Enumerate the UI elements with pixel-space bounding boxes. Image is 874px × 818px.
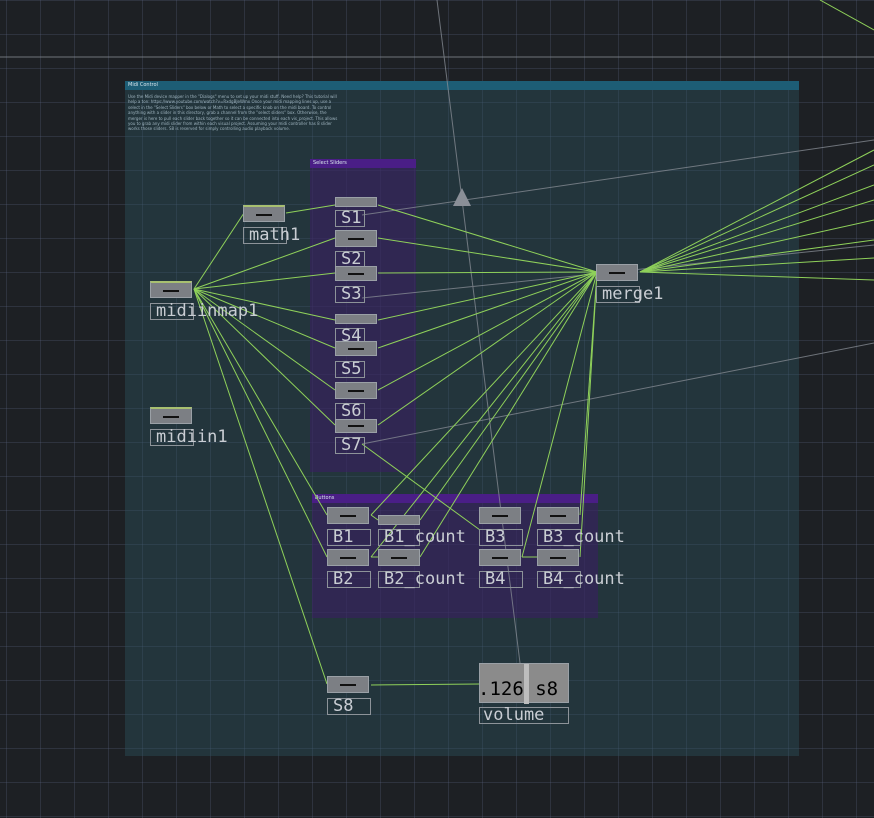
op-viewer-bar [348, 273, 364, 275]
op-name-box [378, 571, 420, 588]
op-name-box [479, 707, 569, 724]
op-tile[interactable] [596, 264, 638, 281]
op-name[interactable]: merge1 [602, 284, 664, 304]
op-viewer-bar [256, 214, 272, 216]
op-tile[interactable] [327, 507, 369, 524]
annotation-title: Select Sliders [310, 159, 416, 168]
op-name[interactable]: S8 [333, 696, 354, 716]
op-tile[interactable] [335, 266, 377, 281]
op-name[interactable]: S4 [341, 326, 362, 346]
op-name[interactable]: S7 [341, 435, 362, 455]
op-tile[interactable] [335, 197, 377, 207]
op-tile[interactable] [335, 419, 377, 433]
op-tile[interactable] [150, 281, 192, 298]
op-viewer-bar [163, 290, 179, 292]
op-viewer-bar [348, 348, 364, 350]
op-viewer-bar [348, 390, 364, 392]
op-name[interactable]: math1 [249, 225, 301, 245]
volume-slider-viewer[interactable]: .126 s8 [478, 663, 569, 704]
op-name[interactable]: midiinmap1 [156, 301, 259, 321]
op-viewer-bar [391, 557, 407, 559]
op-viewer-bar [340, 515, 356, 517]
op-name[interactable]: B2 [333, 569, 354, 589]
annotation-title: Buttons [312, 494, 598, 503]
op-name[interactable]: S5 [341, 359, 362, 379]
op-viewer-bar [550, 557, 566, 559]
op-tile[interactable] [378, 515, 420, 525]
op-name[interactable]: B4_count [543, 569, 625, 589]
op-viewer-bar [163, 416, 179, 418]
op-tile[interactable] [537, 507, 579, 524]
op-name-box [150, 303, 194, 320]
op-name-box [327, 698, 371, 715]
op-name[interactable]: midiin1 [156, 427, 228, 447]
op-name-box [327, 571, 371, 588]
op-viewer-bar [609, 272, 625, 274]
op-viewer-bar [340, 684, 356, 686]
op-tile[interactable] [150, 407, 192, 424]
op-tile[interactable] [378, 549, 420, 566]
op-name-box [327, 529, 371, 546]
op-viewer-bar [348, 238, 364, 240]
op-tile[interactable] [327, 549, 369, 566]
op-name[interactable]: volume [483, 705, 545, 725]
op-name[interactable]: B1_count [384, 527, 466, 547]
op-tile[interactable] [335, 341, 377, 356]
op-tile[interactable] [335, 382, 377, 399]
annotation-title: Midi Control [125, 81, 799, 90]
op-tile[interactable] [335, 314, 377, 324]
op-name[interactable]: B2_count [384, 569, 466, 589]
op-tile[interactable] [327, 676, 369, 693]
op-viewer-bar [492, 515, 508, 517]
op-viewer-bar [340, 557, 356, 559]
slider-knob[interactable] [524, 664, 529, 704]
op-tile[interactable] [479, 507, 521, 524]
op-name[interactable]: B3 [485, 527, 506, 547]
op-name-box [150, 429, 194, 446]
op-viewer-bar [348, 425, 364, 427]
op-name[interactable]: B3_count [543, 527, 625, 547]
op-name[interactable]: S6 [341, 401, 362, 421]
op-tile[interactable] [335, 230, 377, 247]
op-name[interactable]: S1 [341, 208, 362, 228]
op-tile[interactable] [479, 549, 521, 566]
volume-readout: .126 s8 [478, 678, 559, 700]
op-viewer-bar [550, 515, 566, 517]
op-name[interactable]: B1 [333, 527, 354, 547]
op-tile[interactable] [537, 549, 579, 566]
op-name[interactable]: S3 [341, 284, 362, 304]
annotation-body-text: Use the Midi device mapper in the "Dialo… [128, 94, 338, 132]
op-viewer-bar [492, 557, 508, 559]
op-name[interactable]: S2 [341, 249, 362, 269]
op-name-box [537, 571, 581, 588]
annotation-midi-control[interactable]: Midi Control Use the Midi device mapper … [125, 81, 799, 756]
op-tile[interactable] [243, 205, 285, 222]
op-name-box [335, 210, 365, 227]
op-name[interactable]: B4 [485, 569, 506, 589]
